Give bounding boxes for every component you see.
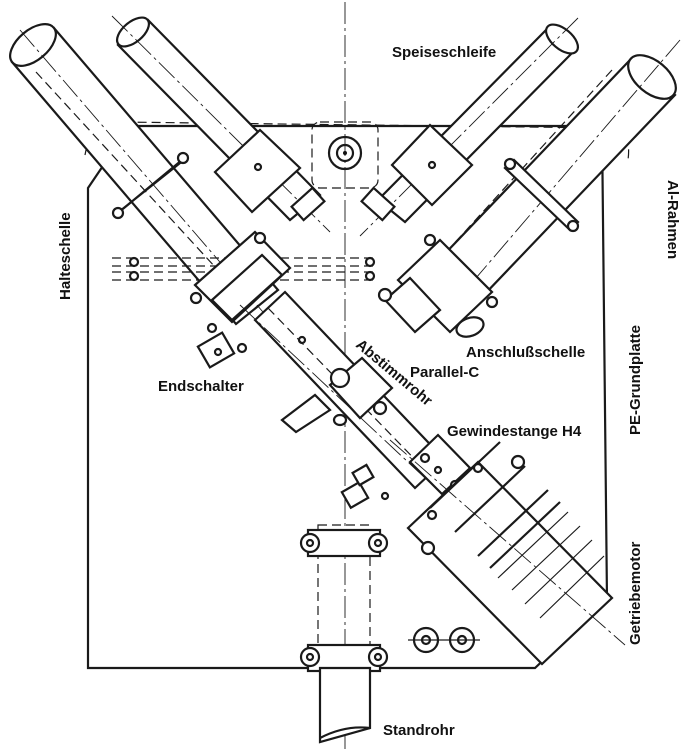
- mounting-holes: [408, 626, 480, 654]
- label-speiseschleife: Speiseschleife: [392, 44, 496, 61]
- anschlussschelle-clamp: [377, 233, 499, 338]
- feedthrough-core: [343, 151, 347, 155]
- left-feed-tube: [111, 15, 331, 233]
- standrohr-mount: [299, 524, 389, 744]
- feedthrough-box: [311, 121, 379, 189]
- label-gewindestange: Gewindestange H4: [447, 423, 582, 440]
- feedthrough-inner: [335, 143, 355, 163]
- label-parallel-c: Parallel-C: [410, 364, 479, 381]
- label-pe-grundplatte: PE-Grundplatte: [627, 325, 644, 435]
- label-endschalter: Endschalter: [158, 378, 244, 395]
- right-feed-tube: [359, 17, 580, 237]
- right-halteschelle-clamp: [503, 157, 580, 233]
- label-anschlussschelle: Anschlußschelle: [466, 344, 585, 361]
- left-lower-clamp: [189, 230, 292, 324]
- left-halteschelle-clamp: [111, 151, 190, 220]
- label-standrohr: Standrohr: [383, 722, 455, 739]
- label-getriebemotor: Getriebemotor: [627, 541, 644, 645]
- getriebemotor: [389, 439, 626, 666]
- parallel-c-assembly: [280, 356, 394, 434]
- lower-small-switch: [340, 463, 390, 510]
- label-al-rahmen: Al-Rahmen: [664, 180, 681, 259]
- endschalter-switch: [196, 322, 248, 369]
- feedthrough-outer: [327, 135, 363, 171]
- label-halteschelle: Halteschelle: [57, 212, 74, 300]
